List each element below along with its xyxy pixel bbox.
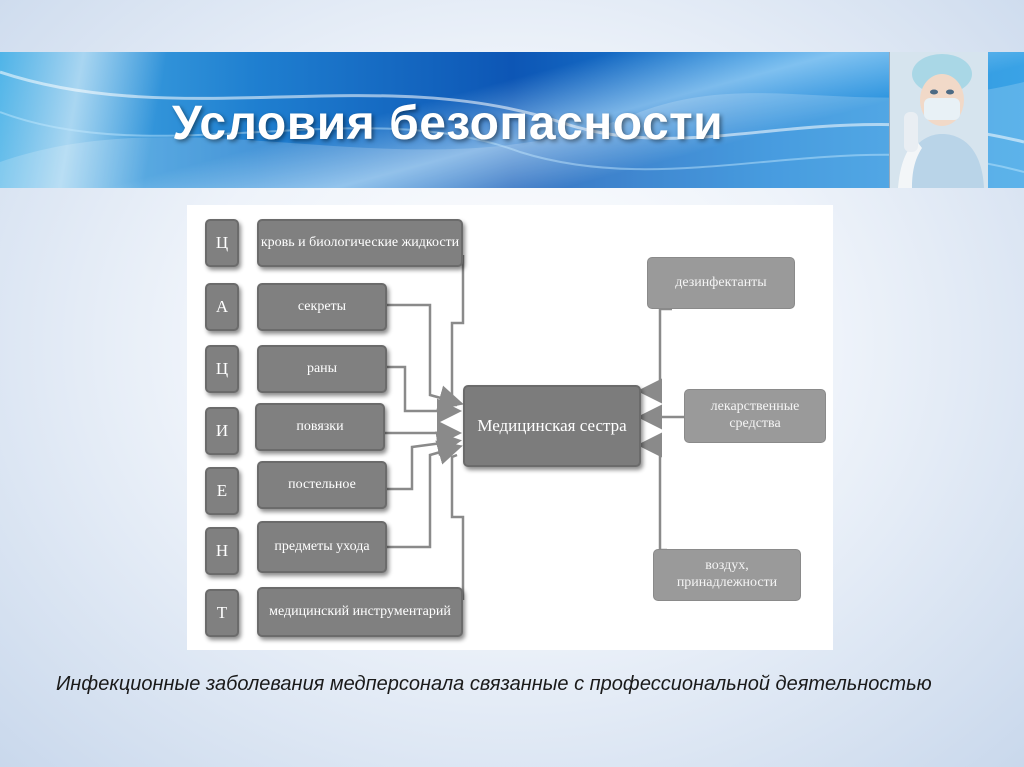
- source-box-wounds: раны: [257, 345, 387, 393]
- infection-sources-diagram: Ц А Ц И Е Н Т кровь и биологические жидк…: [187, 205, 833, 650]
- letter-box: Е: [205, 467, 239, 515]
- factor-box-medicines: лекарственные средства: [684, 389, 826, 443]
- source-box-blood: кровь и биологические жидкости: [257, 219, 463, 267]
- nurse-photo: [889, 52, 988, 188]
- center-box-nurse: Медицинская сестра: [463, 385, 641, 467]
- letter-box: Н: [205, 527, 239, 575]
- letter-box: Ц: [205, 345, 239, 393]
- letter-box: Т: [205, 589, 239, 637]
- letter-box: А: [205, 283, 239, 331]
- source-box-bedding: постельное: [257, 461, 387, 509]
- source-box-instruments: медицинский инструментарий: [257, 587, 463, 637]
- letter-box: Ц: [205, 219, 239, 267]
- page-title: Условия безопасности: [172, 96, 723, 151]
- source-box-dressings: повязки: [255, 403, 385, 451]
- factor-box-air-supplies: воздух, принадлежности: [653, 549, 801, 601]
- source-box-care-items: предметы ухода: [257, 521, 387, 573]
- source-box-secretions: секреты: [257, 283, 387, 331]
- factor-box-disinfectants: дезинфектанты: [647, 257, 795, 309]
- caption-text: Инфекционные заболевания медперсонала св…: [56, 670, 978, 699]
- letter-box: И: [205, 407, 239, 455]
